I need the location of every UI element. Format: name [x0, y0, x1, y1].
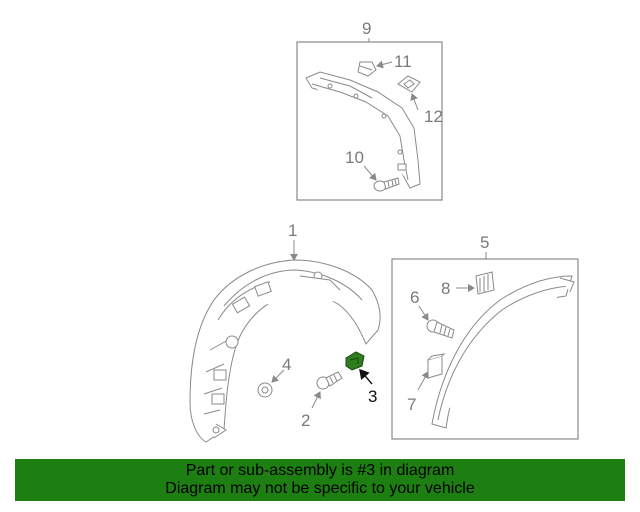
- callout-4: 4: [282, 355, 291, 374]
- group-box-5: [391, 258, 579, 440]
- callout-9: 9: [362, 19, 371, 38]
- fender-liner-part-1: [189, 259, 381, 443]
- callout-1: 1: [288, 221, 297, 240]
- callout-2: 2: [301, 411, 310, 430]
- banner-line-1: Part or sub-assembly is #3 in diagram: [185, 462, 455, 479]
- callout-10: 10: [345, 148, 364, 167]
- callout-11: 11: [394, 52, 412, 71]
- bracket-part: [305, 71, 421, 189]
- callout-12: 12: [424, 107, 443, 126]
- clip-part-3-highlighted: [345, 351, 365, 371]
- callout-6: 6: [410, 288, 419, 307]
- clip-part-11: [357, 61, 377, 77]
- screw-part-2: [316, 371, 343, 390]
- callout-5: 5: [480, 233, 489, 252]
- nut-part-4: [257, 382, 273, 398]
- callout-8: 8: [441, 279, 450, 298]
- nut-part-12: [397, 75, 421, 93]
- wheel-arch-molding: [431, 275, 575, 429]
- banner-line-2: Diagram may not be specific to your vehi…: [165, 480, 475, 497]
- pad-part-7: [427, 353, 446, 379]
- clip-part-8: [475, 271, 495, 295]
- callout-3: 3: [368, 387, 377, 406]
- screw-part-6: [426, 319, 455, 339]
- screw-part-10: [373, 177, 400, 192]
- callout-7: 7: [407, 395, 416, 414]
- info-banner: Part or sub-assembly is #3 in diagram Di…: [15, 459, 625, 501]
